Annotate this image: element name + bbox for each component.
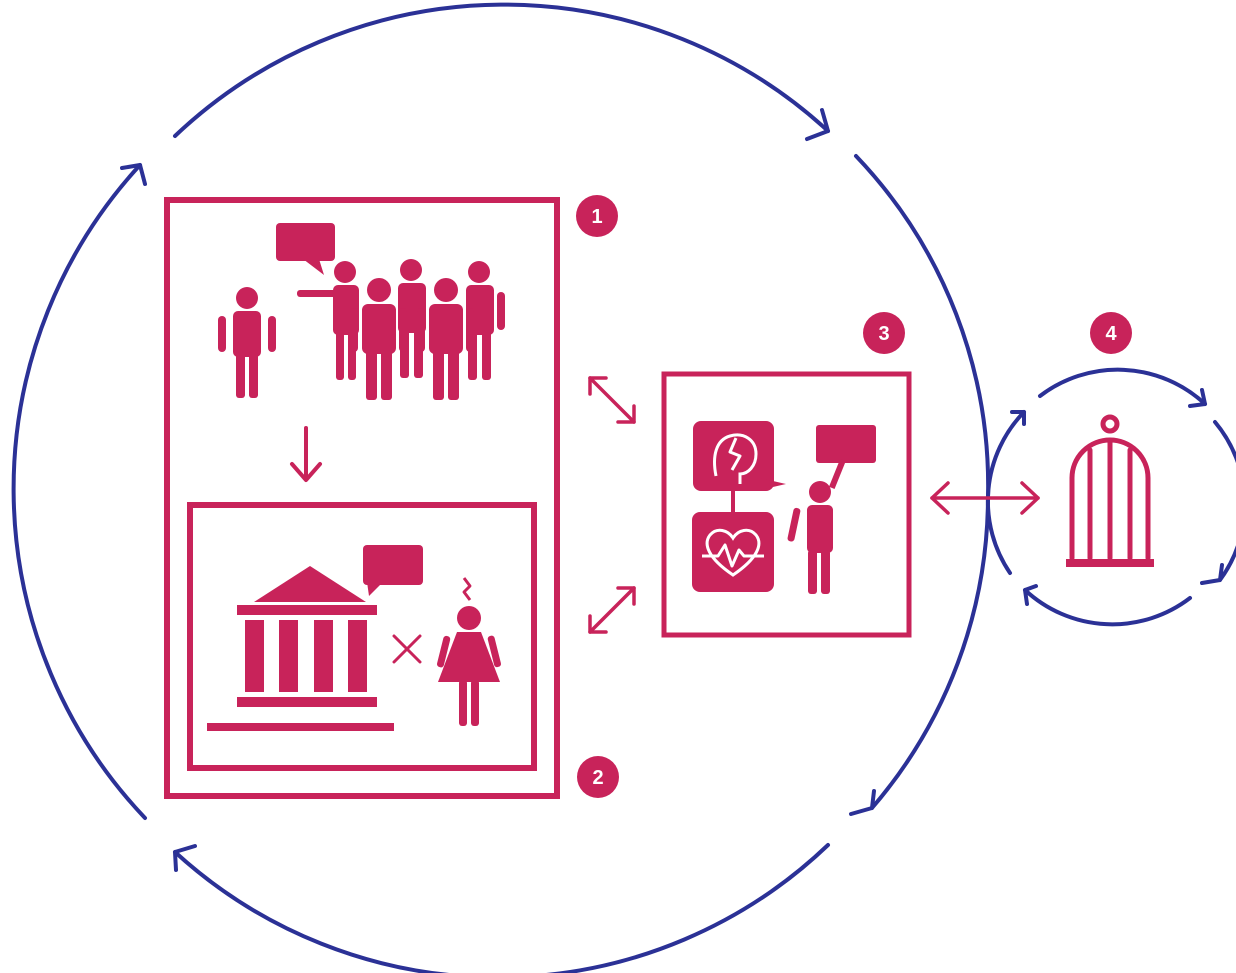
badge-1: 1 <box>576 195 618 237</box>
isolated-person-icon <box>218 287 276 398</box>
svg-text:3: 3 <box>878 323 889 345</box>
small-arrowhead-top <box>1188 388 1207 408</box>
small-arrowhead-bottom <box>1023 584 1038 606</box>
down-arrow-icon <box>290 426 322 482</box>
outer-arc-top <box>173 2 830 138</box>
connector-arrow-2-3 <box>588 586 636 634</box>
cross-symbol-icon <box>392 634 422 664</box>
protest-sign-person-icon <box>787 425 876 594</box>
small-arrowhead-left <box>1010 410 1026 426</box>
pointing-crowd-icon <box>297 259 505 400</box>
svg-text:4: 4 <box>1105 323 1117 345</box>
outer-cycle <box>11 2 991 973</box>
distressed-woman-icon <box>436 577 501 726</box>
small-cycle <box>985 367 1236 627</box>
outer-arrowhead-bottom <box>173 844 197 872</box>
badge-3: 3 <box>863 312 905 354</box>
small-arc-left <box>985 410 1026 575</box>
outer-arc-bottom <box>173 843 830 973</box>
connector-arrow-3-4 <box>930 481 1040 515</box>
small-arc-top <box>1038 367 1207 406</box>
stage-3-frame <box>661 371 912 638</box>
small-arrowhead-right <box>1200 563 1224 585</box>
institution-building-icon <box>207 566 394 731</box>
outer-arrowhead-right <box>849 789 876 816</box>
badge-2: 2 <box>577 756 619 798</box>
heartbeat-monitor-icon <box>692 512 774 592</box>
broken-heart-mind-icon <box>693 421 786 491</box>
badge-4: 4 <box>1090 312 1132 354</box>
outer-arc-left <box>11 163 147 820</box>
speech-bubble-icon <box>363 545 423 596</box>
svg-text:2: 2 <box>592 767 603 789</box>
small-arc-bottom <box>1023 588 1192 627</box>
small-arc-right <box>1213 420 1236 582</box>
speech-bubble-icon <box>276 223 335 275</box>
outer-arrowhead-left <box>120 163 147 186</box>
svg-text:1: 1 <box>591 206 602 228</box>
connector-arrow-1-3 <box>588 376 636 424</box>
birdcage-icon <box>1066 414 1154 567</box>
outer-arc-right <box>854 154 991 810</box>
stage-2-frame <box>187 502 537 771</box>
outer-arrowhead-top <box>805 108 830 141</box>
stage-1-frame <box>164 197 560 799</box>
